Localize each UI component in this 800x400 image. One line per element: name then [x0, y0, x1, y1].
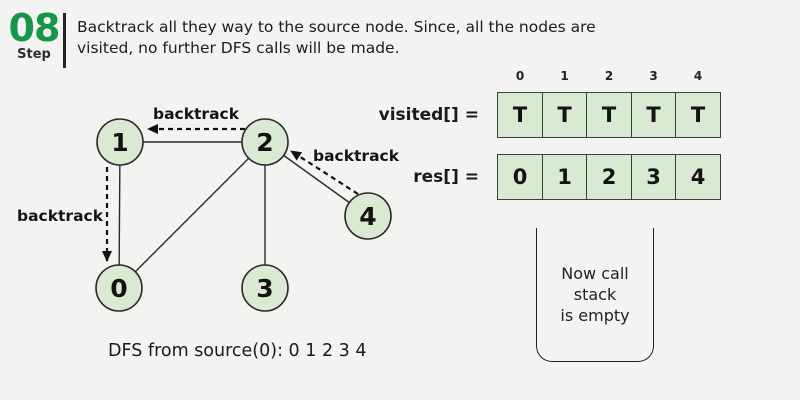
array-index-1: 1 — [560, 69, 569, 83]
array-index-0: 0 — [515, 69, 525, 83]
backtrack-label-0: backtrack — [153, 105, 240, 123]
graph-node-3 — [241, 264, 289, 312]
array-index-4: 4 — [693, 69, 703, 83]
res-cell-0: 0 — [497, 154, 543, 200]
array-index-row: 0 1 2 3 4 — [497, 69, 721, 83]
graph-edge-0-2 — [118, 141, 266, 289]
res-cell-4: 4 — [675, 154, 721, 200]
graph-node-2 — [241, 118, 289, 166]
dfs-result-text: DFS from source(0): 0 1 2 3 4 — [108, 341, 367, 361]
visited-array-label: visited[] = — [378, 105, 479, 125]
step-badge: 08 Step — [8, 6, 61, 62]
backtrack-label-2: backtrack — [313, 147, 400, 165]
visited-array: T T T T T — [497, 92, 721, 138]
header-divider — [63, 13, 66, 68]
call-stack-text-line-3: is empty — [560, 306, 630, 325]
graph-edge-1-0 — [118, 141, 121, 289]
graph-node-0 — [95, 264, 143, 312]
graph-node-0-label: 0 — [110, 274, 127, 303]
visited-cell-1: T — [541, 92, 588, 138]
visited-cell-3: T — [630, 92, 677, 138]
res-cell-2: 2 — [586, 154, 632, 200]
graph-node-3-label: 3 — [256, 274, 273, 303]
res-cell-1: 1 — [541, 154, 588, 200]
res-array-label: res[] = — [413, 167, 479, 187]
visited-cell-2: T — [586, 92, 632, 138]
backtrack-arrow-4-to-2 — [290, 150, 359, 195]
call-stack-container: Now call stack is empty — [536, 228, 654, 362]
graph-node-4-label: 4 — [359, 202, 376, 231]
graph-node-1 — [96, 118, 144, 166]
call-stack-text-line-1: Now call — [561, 264, 629, 283]
array-index-3: 3 — [649, 69, 658, 83]
graph-node-2-label: 2 — [256, 128, 273, 157]
graph-node-4 — [344, 192, 392, 240]
call-stack-text-line-2: stack — [573, 285, 617, 304]
step-description-line-1: Backtrack all they way to the source nod… — [77, 18, 596, 36]
step-label: Step — [17, 47, 51, 62]
step-description: Backtrack all they way to the source nod… — [77, 17, 596, 59]
step-description-line-2: visited, no further DFS calls will be ma… — [77, 39, 400, 57]
visited-cell-4: T — [675, 92, 721, 138]
array-index-2: 2 — [604, 69, 614, 83]
res-array: 0 1 2 3 4 — [497, 154, 721, 200]
step-number: 08 — [8, 6, 61, 50]
res-cell-3: 3 — [630, 154, 677, 200]
graph-node-1-label: 1 — [111, 128, 128, 157]
visited-cell-0: T — [497, 92, 543, 138]
backtrack-label-1: backtrack — [17, 207, 104, 225]
